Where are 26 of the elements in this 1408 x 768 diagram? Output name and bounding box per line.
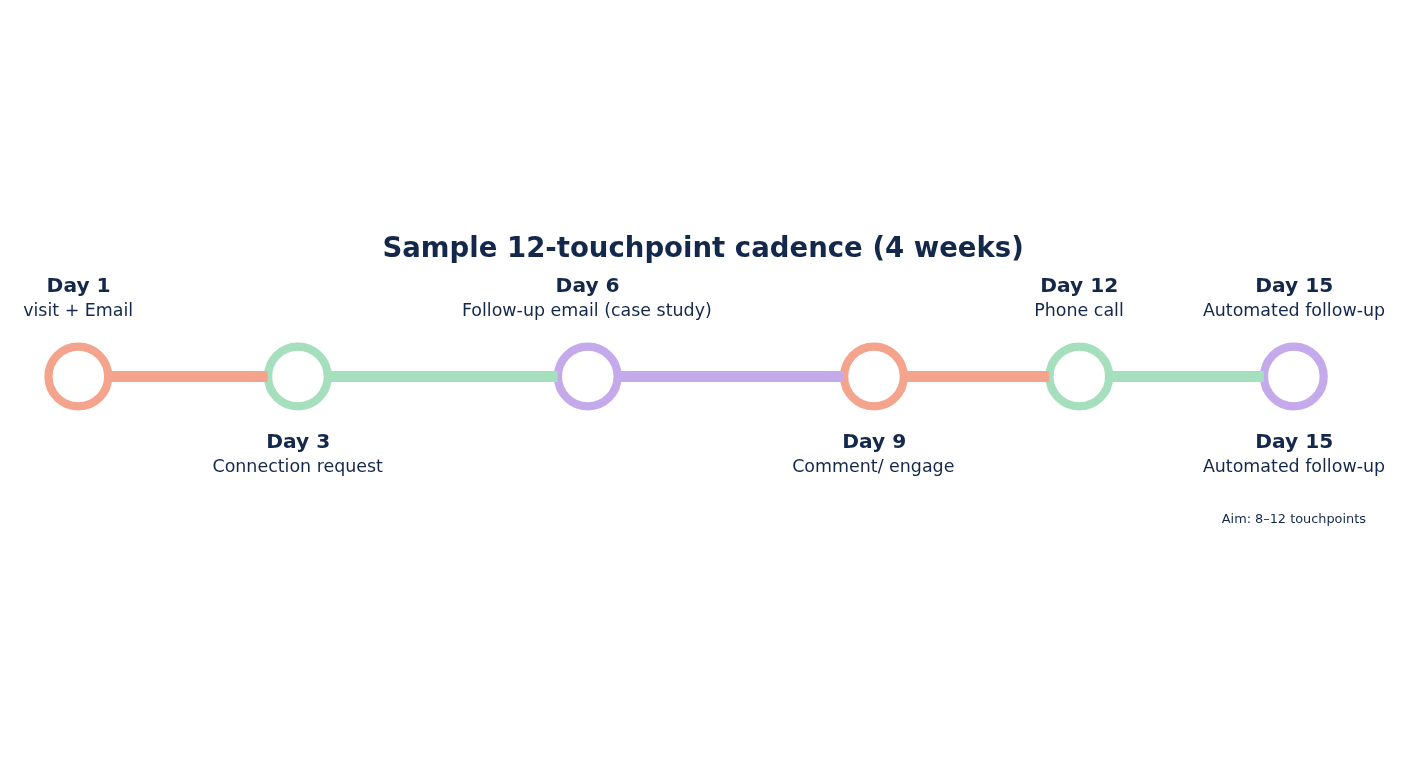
node-label: Day 1 [46, 272, 111, 297]
connector [328, 370, 558, 382]
node-label: Comment/ engage [792, 455, 955, 476]
node-circle [839, 341, 908, 410]
connector [904, 370, 1050, 382]
connector [108, 370, 268, 382]
node-label: Connection request [212, 455, 383, 476]
node-circle [1045, 341, 1114, 410]
node-label: Day 9 [842, 428, 907, 453]
node-label: Follow-up email (case study) [461, 299, 712, 320]
node-circle [553, 341, 622, 410]
node-label: Automated follow-up [1202, 455, 1386, 476]
node-label: Automated follow-up [1202, 299, 1386, 320]
diagram-title: Sample 12-touchpoint cadence (4 weeks) [382, 230, 1024, 263]
node-label: Day 12 [1040, 272, 1119, 297]
node-circle [1259, 341, 1328, 410]
node-label: Day 15 [1255, 272, 1334, 297]
node-label: Day 15 [1255, 428, 1334, 453]
connector [1109, 370, 1264, 382]
node-label: Phone call [1034, 299, 1124, 320]
node-label: Day 3 [266, 428, 331, 453]
node-circle [44, 341, 113, 410]
node-label: Day 6 [555, 272, 620, 297]
label: Aim: 8–12 touchpoints [1221, 510, 1366, 526]
node-label: visit + Email [23, 299, 134, 320]
node-circle [263, 341, 332, 410]
